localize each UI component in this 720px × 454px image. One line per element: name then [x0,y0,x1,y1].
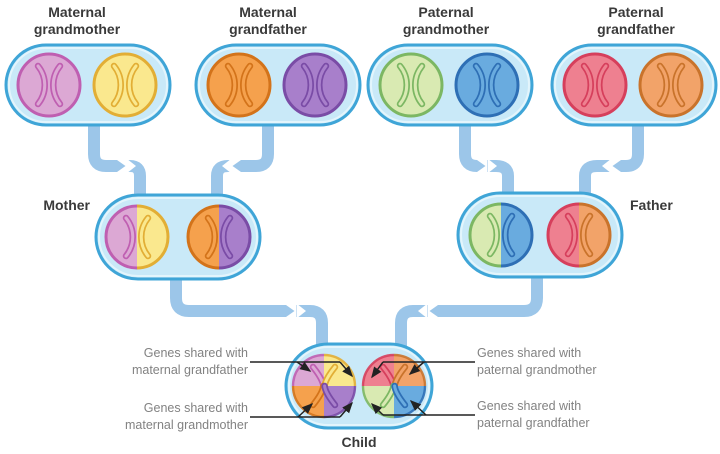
chromosome-yellow-icon [92,52,158,118]
annotation-paternal-grandmother-line1: Genes shared with [477,346,581,360]
paternal-grandfather-label-line1: Paternal [608,4,663,20]
arrow-father-to-child [395,272,543,348]
chromosome-blue-icon [454,52,520,118]
annotation-paternal-grandfather-line1: Genes shared with [477,399,581,413]
chromosome-orange-icon [206,52,272,118]
paternal-grandfather-label-line2: grandfather [597,21,675,37]
annotation-paternal-grandmother-line2: paternal grandmother [477,363,597,377]
maternal-grandmother-label-line1: Maternal [48,4,106,20]
recombined-chromosome-orange-purple-icon [186,204,252,270]
recombined-chromosome-pink-yellow-icon [104,204,170,270]
chromosome-purple-icon [282,52,348,118]
leader-paternal-grandmother [371,361,475,379]
annotation-maternal-grandfather-line1: Genes shared with [144,346,248,360]
arrow-gm-maternal-to-mother [88,118,146,200]
father-label: Father [630,197,673,213]
mosaic-chromosome-paternal-icon [361,353,427,419]
chromosome-salmon-icon [638,52,704,118]
maternal-grandmother-label-line2: grandmother [34,21,121,37]
arrow-gf-maternal-to-mother [211,118,274,200]
maternal-grandfather-cell [194,43,362,127]
paternal-grandmother-label-line1: Paternal [418,4,473,20]
annotation-paternal-grandfather-line2: paternal grandfather [477,416,590,430]
child-label: Child [342,434,377,450]
arrow-gm-paternal-to-father [459,118,514,200]
recombined-chromosome-red-salmon-icon [546,202,612,268]
leader-maternal-grandfather [250,361,353,378]
maternal-grandfather-label-line1: Maternal [239,4,297,20]
mosaic-chromosome-maternal-icon [291,353,357,419]
leader-maternal-grandmother [250,401,353,418]
chromosome-green-icon [378,52,444,118]
mother-cell [94,193,262,281]
recombined-chromosome-green-blue-icon [468,202,534,268]
chromosome-pink-icon [16,52,82,118]
maternal-grandmother-cell [4,43,172,127]
arrow-gf-paternal-to-father [579,118,644,200]
annotation-maternal-grandmother-line1: Genes shared with [144,401,248,415]
paternal-grandfather-cell [550,43,718,127]
annotation-maternal-grandfather-line2: maternal grandfather [132,363,248,377]
chromosome-red-icon [562,52,628,118]
arrow-mother-to-child [170,272,328,348]
leader-paternal-grandfather [370,399,475,416]
annotation-maternal-grandmother-line2: maternal grandmother [125,418,248,432]
mother-label: Mother [43,197,90,213]
maternal-grandfather-label-line2: grandfather [229,21,307,37]
paternal-grandmother-label-line2: grandmother [403,21,490,37]
paternal-grandmother-cell [366,43,534,127]
father-cell [456,191,624,279]
